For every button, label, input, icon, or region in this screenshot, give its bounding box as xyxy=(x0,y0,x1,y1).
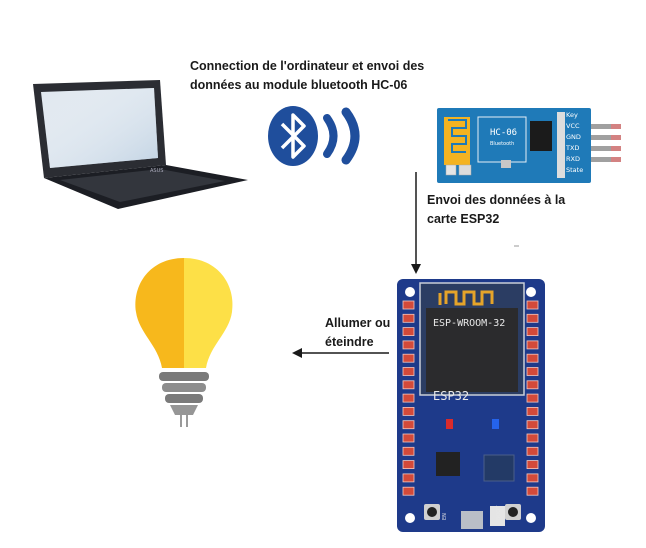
hc06-pin-labels: Key VCC GND TXD RXD State xyxy=(565,111,583,174)
esp32-pin xyxy=(402,313,415,323)
signal-waves-icon xyxy=(323,107,360,165)
esp32-pin xyxy=(402,327,415,337)
esp32-pin xyxy=(526,300,539,310)
esp32-pin xyxy=(402,353,415,363)
esp32-boot-label: BOOT xyxy=(496,505,502,520)
arrow-esp32-to-bulb xyxy=(292,348,389,358)
hc06-pin-rxd: RXD xyxy=(566,155,580,163)
hc06-pin-txd: TXD xyxy=(565,144,579,152)
esp32-pin xyxy=(526,473,539,483)
hc06-pin-gnd: GND xyxy=(566,133,581,141)
caption-pc-to-bluetooth: Connection de l'ordinateur et envoi des … xyxy=(190,59,425,92)
hc06-pin-state: State xyxy=(566,166,583,174)
esp32-pins-left xyxy=(402,300,415,496)
esp32-pin xyxy=(402,473,415,483)
esp32-pin xyxy=(402,380,415,390)
esp32-pin xyxy=(526,327,539,337)
esp32-pin xyxy=(402,420,415,430)
esp32-pin xyxy=(402,486,415,496)
esp32-pin xyxy=(526,486,539,496)
esp32-pin xyxy=(402,340,415,350)
caption-bluetooth-to-esp32: Envoi des données à la carte ESP32 xyxy=(427,193,566,226)
hc06-pin-key: Key xyxy=(566,111,578,119)
esp32-pin xyxy=(526,460,539,470)
hc06-name-label: HC-06 xyxy=(490,128,517,138)
esp32-pin xyxy=(402,300,415,310)
caption-esp32-to-bulb: Allumer ou éteindre xyxy=(325,316,391,349)
hc06-subtitle-label: Bluetooth xyxy=(490,141,514,147)
esp32-pin xyxy=(526,313,539,323)
esp32-pin xyxy=(402,433,415,443)
esp32-pin xyxy=(402,406,415,416)
hc06-header-pins xyxy=(591,124,621,162)
esp32-pin xyxy=(526,367,539,376)
hc06-module: HC-06 Bluetooth Key VCC GND TXD RXD Stat… xyxy=(437,108,621,183)
esp32-pin xyxy=(402,446,415,456)
esp32-pins-right xyxy=(526,300,539,496)
esp32-pin xyxy=(526,353,539,363)
laptop-brand-label: ASUS xyxy=(150,168,163,174)
esp32-pin xyxy=(402,460,415,470)
esp32-pin xyxy=(526,406,539,416)
esp32-pin xyxy=(526,446,539,456)
esp32-chip-label: ESP32 xyxy=(433,389,469,403)
esp32-pin xyxy=(526,393,539,403)
esp32-module-label: ESP-WROOM-32 xyxy=(433,318,505,329)
arrow-hc06-to-esp32 xyxy=(411,172,421,274)
esp32-pin xyxy=(526,433,539,443)
esp32-pin xyxy=(402,367,415,376)
esp32-pin xyxy=(526,420,539,430)
esp32-board: ESP-WROOM-32 ESP32 EN BOOT xyxy=(397,279,545,532)
esp32-pin xyxy=(526,380,539,390)
bluetooth-icon xyxy=(268,106,318,166)
esp32-en-label: EN xyxy=(442,513,448,520)
laptop-icon: ASUS xyxy=(33,80,248,209)
hc06-pin-vcc: VCC xyxy=(566,122,580,130)
esp32-pin xyxy=(402,393,415,403)
light-bulb-icon xyxy=(135,258,233,427)
esp32-pin xyxy=(526,340,539,350)
